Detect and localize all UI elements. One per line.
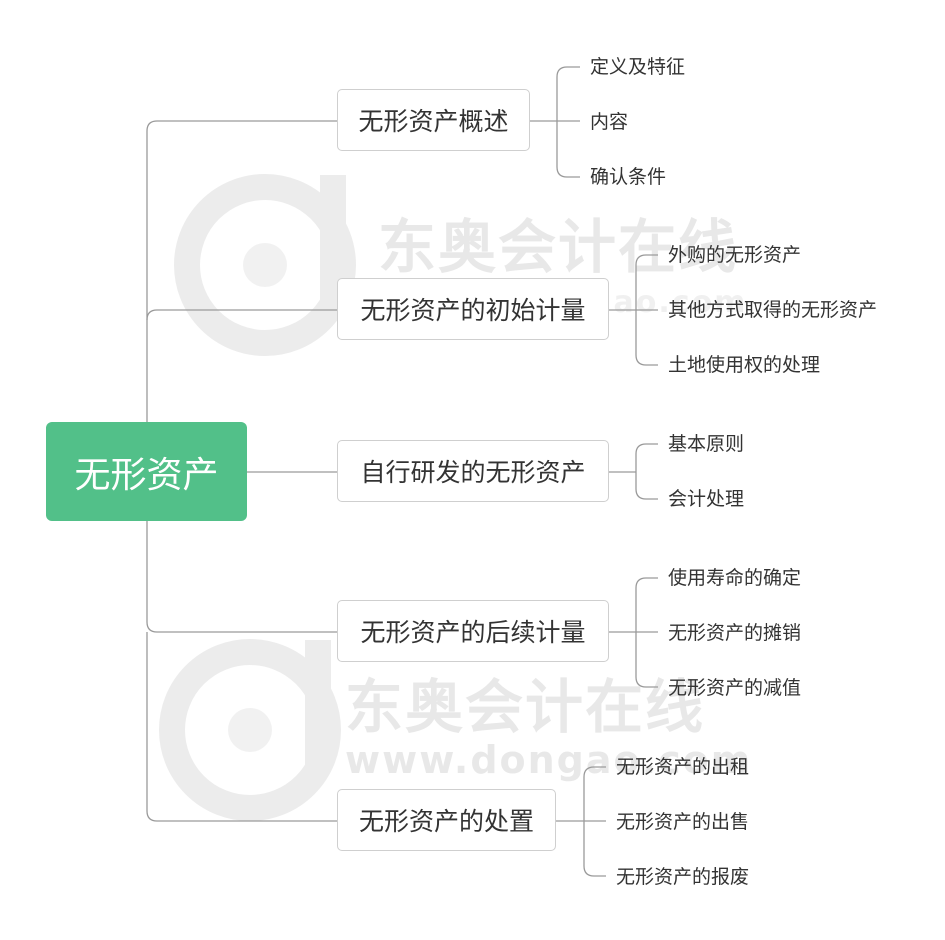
leaf-item: 无形资产的出售 — [616, 811, 750, 833]
leaf-item: 无形资产的减值 — [668, 677, 802, 699]
leaf-item: 确认条件 — [590, 166, 667, 188]
root-label: 无形资产 — [74, 454, 219, 496]
branch-label: 无形资产的初始计量 — [360, 296, 586, 325]
leaf-item: 其他方式取得的无形资产 — [668, 299, 878, 321]
branch-node-initial-measurement: 无形资产的初始计量 — [337, 278, 609, 340]
branch-label: 无形资产的后续计量 — [360, 618, 586, 647]
leaf-item: 基本原则 — [668, 433, 745, 455]
leaf-item: 土地使用权的处理 — [668, 354, 821, 376]
branch-node-overview: 无形资产概述 — [337, 89, 530, 151]
leaf-item: 会计处理 — [668, 488, 745, 510]
leaf-item: 内容 — [590, 111, 629, 133]
branch-label: 无形资产概述 — [358, 107, 509, 136]
leaf-item: 无形资产的摊销 — [668, 622, 802, 644]
leaf-item: 无形资产的出租 — [616, 756, 750, 778]
branch-label: 无形资产的处置 — [358, 807, 534, 836]
leaf-item: 无形资产的报废 — [616, 866, 750, 888]
leaf-item: 使用寿命的确定 — [668, 567, 802, 589]
branch-label: 自行研发的无形资产 — [360, 458, 586, 487]
leaf-item: 定义及特征 — [590, 56, 686, 78]
branch-node-subsequent-measurement: 无形资产的后续计量 — [337, 600, 609, 662]
branch-node-self-developed: 自行研发的无形资产 — [337, 440, 609, 502]
root-node: 无形资产 — [46, 422, 247, 521]
branch-node-disposal: 无形资产的处置 — [337, 789, 556, 851]
leaf-item: 外购的无形资产 — [668, 244, 802, 266]
